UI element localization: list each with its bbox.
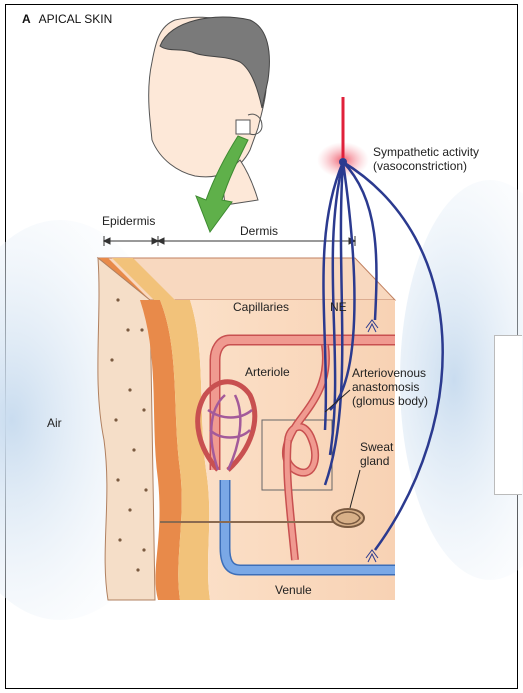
label-venule: Venule (275, 583, 312, 597)
label-sweat-line2: gland (360, 454, 393, 468)
label-capillaries: Capillaries (233, 300, 289, 314)
label-sympathetic-line2: (vasoconstriction) (373, 159, 479, 173)
label-sympathetic: Sympathetic activity (vasoconstriction) (373, 145, 479, 173)
label-arteriole: Arteriole (245, 365, 290, 379)
label-ava-line1: Arteriovenous (352, 366, 428, 380)
label-sympathetic-line1: Sympathetic activity (373, 145, 479, 159)
label-av-anastomosis: Arteriovenous anastomosis (glomus body) (352, 366, 428, 408)
label-ne: NE (330, 300, 347, 314)
label-sweat-gland: Sweat gland (360, 440, 393, 468)
label-dermis: Dermis (240, 224, 278, 238)
label-sweat-line1: Sweat (360, 440, 393, 454)
label-ava-line3: (glomus body) (352, 394, 428, 408)
head-illustration (149, 17, 270, 205)
side-panel-edge (494, 335, 522, 495)
label-epidermis: Epidermis (102, 214, 155, 228)
label-ava-line2: anastomosis (352, 380, 428, 394)
label-air: Air (47, 416, 62, 430)
dimension-lines (104, 236, 355, 246)
